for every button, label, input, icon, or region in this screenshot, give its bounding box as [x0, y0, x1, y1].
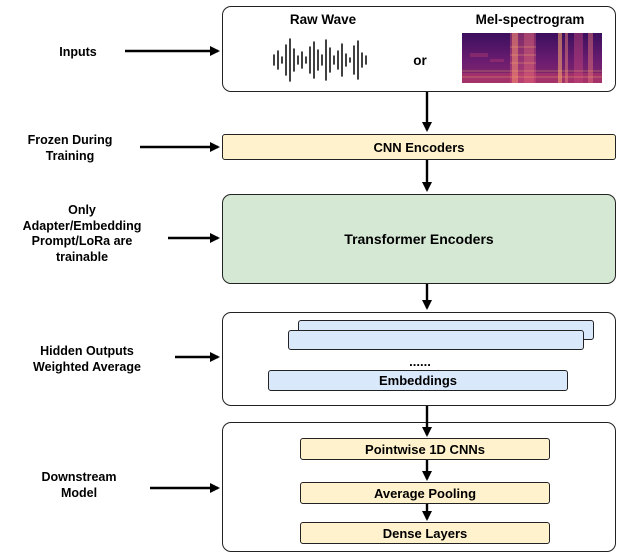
label-hidden: Hidden Outputs Weighted Average [33, 344, 141, 374]
embeddings-label: Embeddings [378, 373, 457, 388]
cnn-encoders-label: CNN Encoders [373, 139, 465, 155]
or-text: or [413, 53, 427, 68]
label-inputs: Inputs [59, 45, 97, 59]
embeddings-bar: Embeddings [268, 370, 568, 391]
raw-wave-title: Raw Wave [289, 12, 357, 27]
mel-spectrogram-title: Mel-spectrogram [475, 12, 585, 27]
mel-spectrogram-image [462, 33, 602, 83]
ellipsis: ...... [409, 354, 431, 369]
pointwise-cnn-label: Pointwise 1D CNNs [365, 441, 485, 457]
label-trainable: Only Adapter/Embedding Prompt/LoRa are t… [22, 203, 142, 264]
dense-layers-label: Dense Layers [382, 525, 468, 541]
embedding-layer-middle [288, 330, 584, 350]
label-frozen: Frozen During Training [27, 133, 113, 163]
transformer-encoders-label: Transformer Encoders [344, 231, 494, 247]
average-pooling-bar: Average Pooling [300, 482, 550, 504]
waveform-icon [273, 38, 367, 82]
average-pooling-label: Average Pooling [373, 485, 477, 501]
transformer-encoders-box: Transformer Encoders [222, 194, 616, 284]
dense-layers-bar: Dense Layers [300, 522, 550, 544]
cnn-encoders-bar: CNN Encoders [222, 134, 616, 160]
pointwise-cnn-bar: Pointwise 1D CNNs [300, 438, 550, 460]
label-downstream: Downstream Model [41, 470, 117, 500]
